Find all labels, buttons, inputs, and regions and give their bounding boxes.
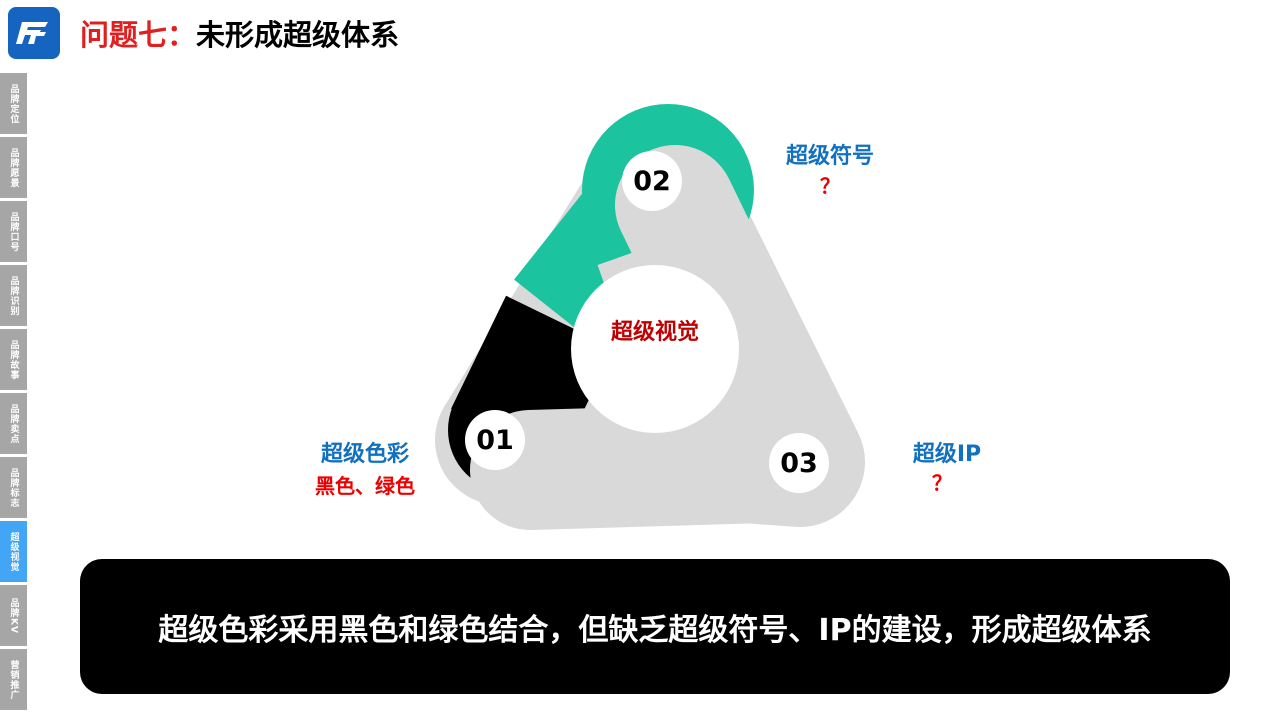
sidebar-item[interactable]: 品牌标志: [0, 457, 27, 518]
node-number-01: 01: [476, 425, 514, 456]
sidebar-item[interactable]: 超级视觉: [0, 521, 27, 582]
node-circle-03: [769, 433, 829, 493]
node-circle-02: [622, 151, 682, 211]
company-logo: [8, 7, 60, 59]
node-title-02: 超级符号: [785, 144, 874, 169]
node-number-02: 02: [633, 166, 671, 197]
node-sub-02: ？: [820, 174, 840, 198]
node-number-03: 03: [780, 448, 818, 479]
center-circle: [571, 265, 739, 433]
sidebar-item[interactable]: 品牌识别: [0, 265, 27, 326]
sidebar-item[interactable]: 品牌卖点: [0, 393, 27, 454]
center-label: 超级视觉: [610, 320, 699, 345]
sidebar-item[interactable]: 品牌故事: [0, 329, 27, 390]
summary-banner: 超级色彩采用黑色和绿色结合，但缺乏超级符号、IP的建设，形成超级体系: [80, 559, 1230, 694]
node-sub-01: 黑色、绿色: [315, 474, 415, 498]
sidebar-item[interactable]: 品牌定位: [0, 73, 27, 134]
title-prefix: 问题七：: [80, 18, 197, 52]
sidebar-item[interactable]: 营销推广: [0, 649, 27, 710]
summary-text: 超级色彩采用黑色和绿色结合，但缺乏超级符号、IP的建设，形成超级体系: [158, 612, 1152, 648]
sidebar-nav: 品牌定位品牌愿景品牌口号品牌识别品牌故事品牌卖点品牌标志超级视觉品牌KV 营销推广: [0, 73, 27, 713]
gray-edge-bottom: [470, 402, 860, 530]
sidebar-item[interactable]: 品牌KV: [0, 585, 27, 646]
node-sub-03: ？: [932, 471, 952, 495]
title-main: 未形成超级体系: [196, 18, 400, 52]
node-title-03: 超级IP: [912, 442, 982, 467]
page-title: 问题七：未形成超级体系: [80, 12, 399, 54]
node-circle-01: [465, 410, 525, 470]
node-title-01: 超级色彩: [320, 442, 409, 467]
sidebar-item[interactable]: 品牌愿景: [0, 137, 27, 198]
sidebar-item[interactable]: 品牌口号: [0, 201, 27, 262]
